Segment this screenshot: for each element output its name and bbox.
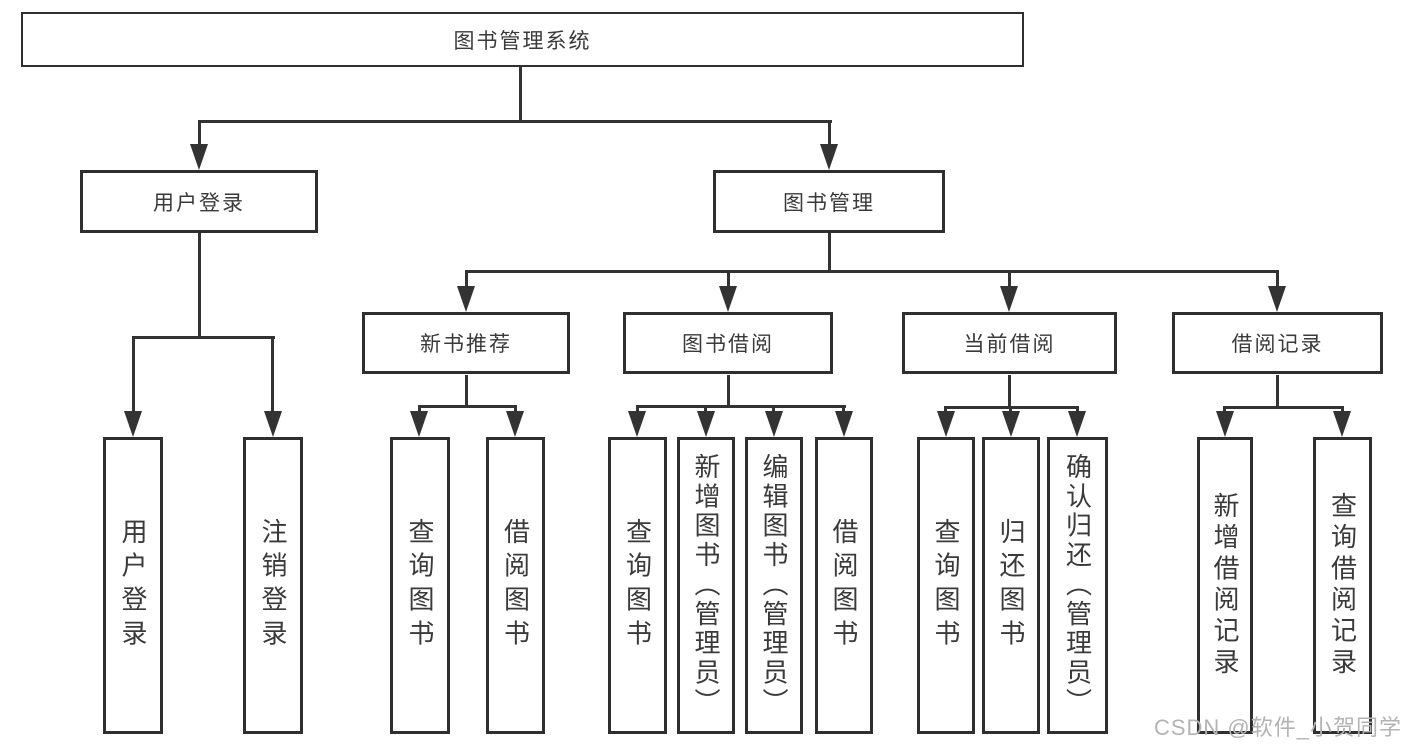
connector-current-borrowing-crossbar [944,406,1079,409]
leaf-label: 借阅图书 [500,517,531,654]
connector-drop-login-leaf [132,339,135,414]
leaf-edit-books-admin: 编辑图书（管理员） [745,437,803,734]
leaf-add-books-admin: 新增图书（管理员） [677,437,735,734]
leaf-label: 查询图书 [405,517,435,654]
node-label: 借阅记录 [1231,333,1324,356]
leaf-query-borrow-record: 查询借阅记录 [1313,437,1372,734]
connector-drop [514,407,517,413]
connector-user-login-crossbar [132,336,275,339]
leaf-user-login: 用户登录 [103,437,163,734]
node-label: 当前借阅 [963,333,1056,356]
node-label: 新书推荐 [420,333,512,356]
connector-drop [704,407,707,413]
connector-drop [1223,408,1226,413]
connector-drop [1076,408,1079,413]
arrow-down-icon [124,411,142,437]
node-user-login: 用户登录 [80,170,318,233]
connector-drop-borrowing-records [1276,273,1279,289]
arrow-down-icon [937,411,955,437]
connector-borrowing-records-crossbar [1223,406,1344,409]
arrow-down-icon [457,286,475,312]
leaf-label: 归还图书 [996,517,1026,654]
node-new-book-recommendation: 新书推荐 [362,312,570,374]
csdn-watermark: CSDN @软件_小贺同学 [1153,715,1402,740]
arrow-down-icon [628,411,646,437]
leaf-label: 新增图书（管理员） [691,453,721,718]
arrow-down-icon [820,144,838,170]
leaf-query-books-current: 查询图书 [917,437,975,734]
node-borrowing-records: 借阅记录 [1172,312,1383,374]
connector-drop [772,407,775,413]
arrow-down-icon [835,411,853,437]
connector-book-mgmt-stem [828,233,831,270]
connector-drop-book-management [828,123,831,147]
connector-user-login-stem [198,233,201,336]
leaf-add-borrow-record: 新增借阅记录 [1197,437,1253,734]
arrow-down-icon [1216,411,1234,437]
connector-root-crossbar [198,120,832,123]
connector-drop [842,407,845,413]
connector-book-borrowing-crossbar [636,405,846,408]
node-book-management: 图书管理 [713,170,945,233]
leaf-confirm-return-admin: 确认归还（管理员） [1047,437,1108,734]
arrow-down-icon [1000,286,1018,312]
connector-drop [636,407,639,413]
arrow-down-icon [410,411,428,437]
connector-drop [1009,408,1012,413]
connector-new-book-crossbar [418,405,517,408]
connector-book-borrowing-stem [727,375,730,405]
connector-drop-user-login [198,123,201,147]
arrow-down-icon [1333,411,1351,437]
node-label: 图书借阅 [682,333,774,356]
connector-drop-new-book [465,273,468,289]
leaf-query-books-recommend: 查询图书 [390,437,450,734]
connector-borrowing-records-stem [1276,375,1279,406]
connector-drop [944,408,947,413]
connector-root-stem [519,67,522,120]
connector-book-mgmt-crossbar [465,270,1279,273]
leaf-label: 查询图书 [931,517,961,654]
arrow-down-icon [1002,411,1020,437]
connector-drop [418,407,421,413]
leaf-label: 查询借阅记录 [1327,491,1358,680]
arrow-down-icon [719,286,737,312]
leaf-logout: 注销登录 [243,437,303,734]
leaf-borrow-books: 借阅图书 [815,437,873,734]
leaf-label: 注销登录 [258,517,288,654]
arrow-down-icon [190,144,208,170]
leaf-borrow-books-recommend: 借阅图书 [486,437,545,734]
connector-drop-logout-leaf [271,339,274,414]
connector-drop-current-borrowing [1008,273,1011,289]
node-label: 用户登录 [153,191,245,215]
node-label: 图书管理系统 [453,29,592,53]
leaf-return-books: 归还图书 [982,437,1040,734]
leaf-label: 借阅图书 [829,517,859,654]
arrow-down-icon [506,411,524,437]
leaf-label: 查询图书 [622,517,653,654]
leaf-label: 确认归还（管理员） [1062,453,1093,718]
node-current-borrowing: 当前借阅 [902,312,1117,374]
leaf-label: 用户登录 [118,517,148,654]
connector-drop [1341,408,1344,413]
arrow-down-icon [1068,411,1086,437]
connector-current-borrowing-stem [1008,375,1011,406]
arrow-down-icon [1268,286,1286,312]
leaf-label: 编辑图书（管理员） [759,453,789,718]
leaf-label: 新增借阅记录 [1210,491,1240,680]
node-label: 图书管理 [783,191,875,215]
node-book-borrowing: 图书借阅 [623,312,833,374]
arrow-down-icon [765,411,783,437]
arrow-down-icon [697,411,715,437]
connector-drop-book-borrowing [727,273,730,289]
leaf-query-books-borrowing: 查询图书 [608,437,667,734]
node-library-management-system: 图书管理系统 [21,12,1024,67]
arrow-down-icon [264,411,282,437]
connector-new-book-stem [465,375,468,405]
